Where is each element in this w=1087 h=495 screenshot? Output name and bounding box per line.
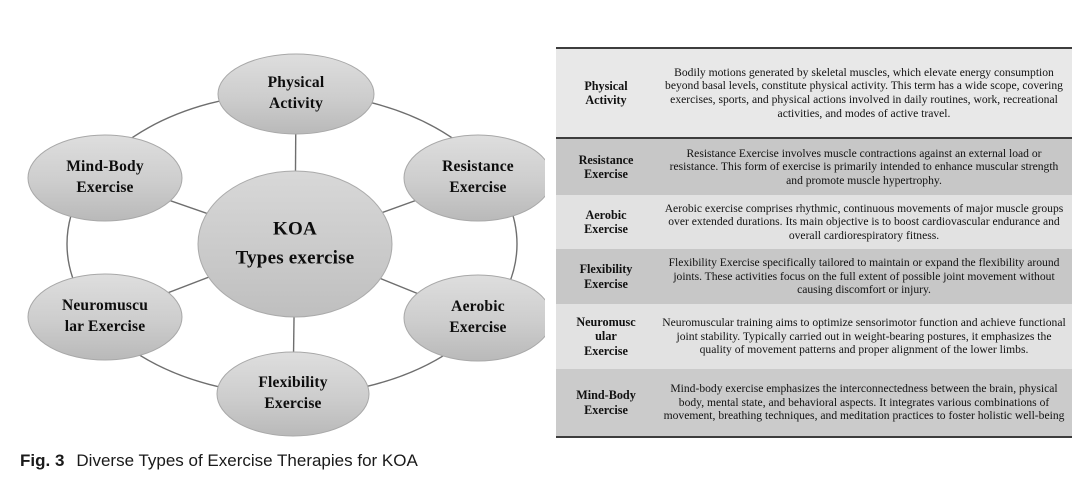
node-ellipse-physical-activity (217, 53, 375, 135)
koa-exercise-diagram: Physical Activity Mind-Body Exercise Res… (0, 0, 545, 450)
exercise-definitions-table: Physical Activity Bodily motions generat… (556, 47, 1072, 438)
koa-diagram-shapes (27, 53, 545, 437)
figure-caption: Fig. 3 Diverse Types of Exercise Therapie… (20, 451, 418, 471)
node-ellipse-aerobic (403, 274, 545, 362)
table-description: Bodily motions generated by skeletal mus… (665, 65, 1063, 120)
table-row-flexibility-exercise: Flexibility Exercise Flexibility Exercis… (556, 249, 1072, 304)
node-label-aerobic-exercise: Aerobic Exercise (449, 298, 507, 336)
table-term: Mind-Body Exercise (576, 388, 636, 417)
table-description: Flexibility Exercise specifically tailor… (668, 256, 1060, 297)
node-ellipse-neuromuscular (27, 273, 183, 361)
table-description: Neuromuscular training aims to optimize … (662, 316, 1066, 357)
table-term: Physical Activity (584, 78, 628, 107)
table-row-physical-activity: Physical Activity Bodily motions generat… (556, 49, 1072, 139)
node-ellipse-koa-center (197, 170, 393, 318)
table-row-aerobic-exercise: Aerobic Exercise Aerobic exercise compri… (556, 195, 1072, 249)
table-row-neuromuscular-exercise: Neuromusc ular Exercise Neuromuscular tr… (556, 304, 1072, 369)
node-label-resistance-exercise: Resistance Exercise (442, 158, 514, 196)
table-description: Mind-body exercise emphasizes the interc… (663, 382, 1065, 423)
node-label-mind-body-exercise: Mind-Body Exercise (66, 158, 144, 196)
node-label-physical-activity: Physical Activity (267, 74, 325, 112)
node-label-neuromuscular-exercise: Neuromuscu lar Exercise (61, 297, 149, 335)
table-term: Neuromusc ular Exercise (576, 314, 636, 358)
node-label-flexibility-exercise: Flexibility Exercise (258, 374, 328, 412)
table-row-resistance-exercise: Resistance Exercise Resistance Exercise … (556, 139, 1072, 195)
table-term: Aerobic Exercise (584, 207, 628, 236)
figure-caption-text: Diverse Types of Exercise Therapies for … (76, 451, 418, 470)
node-ellipse-flexibility (216, 351, 370, 437)
node-label-koa-center: KOA Types exercise (235, 218, 355, 269)
table-row-mind-body-exercise: Mind-Body Exercise Mind-body exercise em… (556, 369, 1072, 436)
node-ellipse-mind-body (27, 134, 183, 222)
table-description: Aerobic exercise comprises rhythmic, con… (664, 201, 1064, 242)
node-ellipse-resistance (403, 134, 545, 222)
table-term: Resistance Exercise (578, 152, 634, 181)
figure-caption-label: Fig. 3 (20, 451, 65, 470)
table-description: Resistance Exercise involves muscle cont… (669, 146, 1059, 187)
table-term: Flexibility Exercise (579, 262, 633, 291)
